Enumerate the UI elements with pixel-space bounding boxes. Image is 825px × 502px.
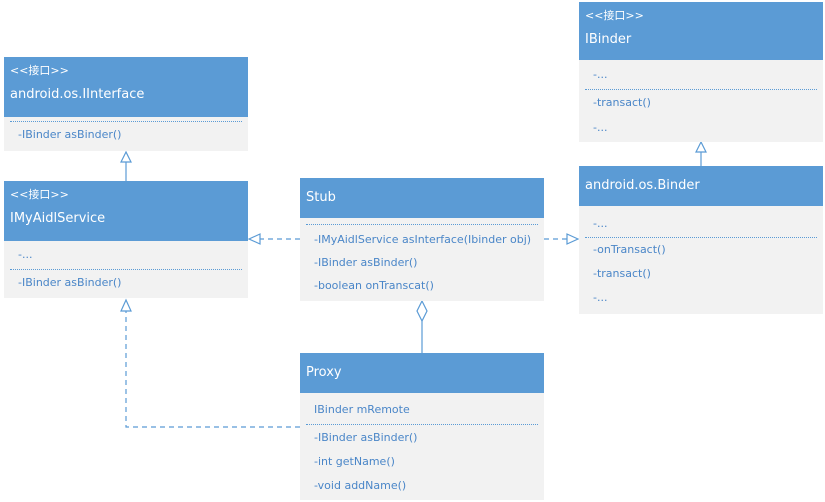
separator (306, 224, 538, 225)
method-row: -void addName() (314, 479, 407, 492)
edge-binder-extends-ibinder (695, 140, 707, 166)
method-row: -int getName() (314, 455, 395, 468)
method-row: -IBinder asBinder() (314, 431, 418, 444)
method-row: -IBinder asBinder() (18, 276, 122, 289)
class-header: Stub (300, 178, 544, 218)
class-imyaidlservice: <<接口>> IMyAidlService -... -IBinder asBi… (4, 181, 248, 298)
class-name: IMyAidlService (10, 211, 106, 226)
edge-stub-extends-binder (544, 233, 580, 245)
method-row: -onTransact() (593, 243, 666, 256)
edge-stub-implements-imyaidl (247, 233, 300, 245)
class-name: IBinder (585, 32, 632, 47)
class-name: Proxy (306, 365, 342, 380)
edge-imyaidl-extends-iinterface (120, 150, 132, 181)
field-row: -... (18, 248, 33, 261)
separator (10, 269, 242, 270)
class-ibinder: <<接口>> IBinder -... -transact() -... (579, 2, 823, 142)
class-header: Proxy (300, 353, 544, 393)
class-name: android.os.IInterface (10, 87, 145, 102)
class-header: <<接口>> android.os.IInterface (4, 57, 248, 117)
method-row: -... (593, 121, 608, 134)
class-proxy: Proxy IBinder mRemote -IBinder asBinder(… (300, 353, 544, 500)
class-stub: Stub -IMyAidlService asInterface(Ibinder… (300, 178, 544, 301)
method-row: -... (593, 291, 608, 304)
class-header: android.os.Binder (579, 166, 823, 206)
stereotype-label: <<接口>> (10, 64, 69, 77)
method-row: -IMyAidlService asInterface(Ibinder obj) (314, 233, 532, 246)
class-name: android.os.Binder (585, 178, 700, 193)
separator (306, 424, 538, 425)
separator (10, 121, 242, 122)
method-row: -IBinder asBinder() (18, 128, 122, 141)
class-header: <<接口>> IMyAidlService (4, 181, 248, 241)
field-row: -... (593, 217, 608, 230)
field-row: IBinder mRemote (314, 403, 410, 416)
separator (585, 237, 817, 238)
class-name: Stub (306, 190, 336, 205)
edge-stub-aggregates-proxy (416, 299, 428, 353)
edge-proxy-implements-imyaidl (120, 298, 300, 428)
class-iinterface: <<接口>> android.os.IInterface -IBinder as… (4, 57, 248, 151)
class-header: <<接口>> IBinder (579, 2, 823, 60)
class-binder: android.os.Binder -... -onTransact() -tr… (579, 166, 823, 314)
separator (585, 89, 817, 90)
method-row: -IBinder asBinder() (314, 256, 418, 269)
method-row: -transact() (593, 96, 651, 109)
stereotype-label: <<接口>> (10, 188, 69, 201)
stereotype-label: <<接口>> (585, 9, 644, 22)
method-row: -transact() (593, 267, 651, 280)
method-row: -boolean onTranscat() (314, 279, 434, 292)
field-row: -... (593, 68, 608, 81)
